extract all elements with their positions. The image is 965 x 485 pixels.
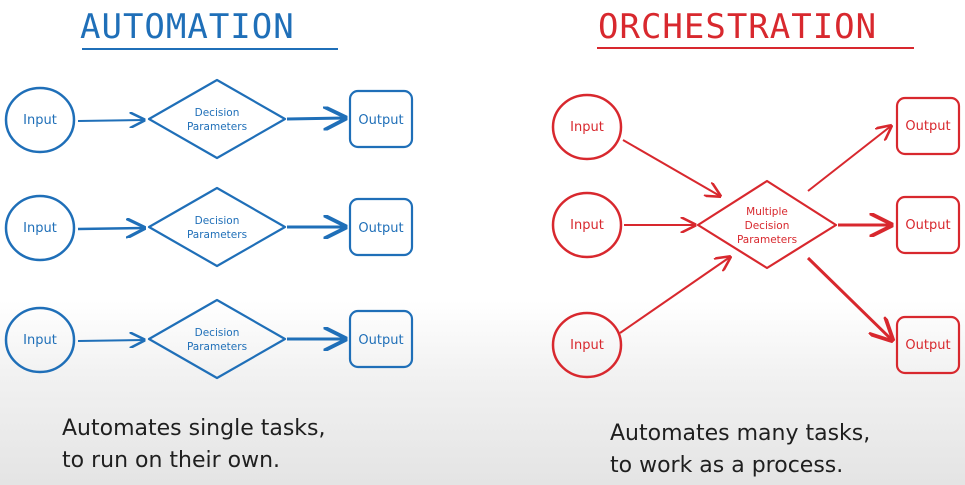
decision-node bbox=[147, 78, 287, 160]
decision-label-line1: Decision bbox=[195, 327, 240, 339]
decision-label-line2: Decision bbox=[745, 220, 790, 232]
output-label: Output bbox=[905, 218, 950, 233]
input-label: Input bbox=[570, 120, 604, 135]
arrow bbox=[77, 340, 144, 341]
input-label: Input bbox=[23, 221, 57, 236]
input-node bbox=[551, 311, 623, 379]
orchestration-caption-line1: Automates many tasks, bbox=[610, 421, 870, 446]
automation-caption-line2: to run on their own. bbox=[62, 448, 280, 473]
input-node bbox=[551, 93, 623, 161]
output-label: Output bbox=[358, 221, 403, 236]
decision-label-line1: Multiple bbox=[746, 206, 788, 218]
orchestration-caption-line2: to work as a process. bbox=[610, 453, 843, 478]
input-label: Input bbox=[23, 113, 57, 128]
output-label: Output bbox=[905, 338, 950, 353]
arrow bbox=[77, 120, 144, 121]
automation-title: AUTOMATION bbox=[80, 7, 295, 47]
automation-caption-line1: Automates single tasks, bbox=[62, 416, 326, 441]
input-label: Input bbox=[570, 218, 604, 233]
decision-label-line1: Decision bbox=[195, 107, 240, 119]
decision-label-line1: Decision bbox=[195, 215, 240, 227]
decision-node bbox=[147, 186, 287, 268]
output-node bbox=[895, 96, 961, 156]
output-node bbox=[348, 197, 414, 257]
input-node bbox=[4, 194, 76, 262]
output-node bbox=[895, 195, 961, 255]
arrow bbox=[77, 228, 144, 229]
arrow bbox=[619, 257, 730, 334]
automation-row-2: Input Decision Parameters Output bbox=[4, 186, 414, 268]
automation-section: AUTOMATION Input Decision Parameters Out… bbox=[4, 7, 414, 473]
input-label: Input bbox=[570, 338, 604, 353]
automation-row-1: Input Decision Parameters Output bbox=[4, 78, 414, 160]
output-node bbox=[348, 309, 414, 369]
automation-row-3: Input Decision Parameters Output bbox=[4, 298, 414, 380]
decision-node bbox=[147, 298, 287, 380]
output-label: Output bbox=[358, 333, 403, 348]
decision-node bbox=[696, 179, 838, 270]
input-label: Input bbox=[23, 333, 57, 348]
output-label: Output bbox=[358, 113, 403, 128]
input-node bbox=[4, 86, 76, 154]
input-node bbox=[4, 306, 76, 374]
decision-label-line3: Parameters bbox=[737, 234, 797, 246]
arrow bbox=[286, 118, 345, 119]
arrow bbox=[622, 139, 720, 196]
output-node bbox=[895, 315, 961, 375]
orchestration-section: ORCHESTRATION Input Input Input Multiple… bbox=[551, 7, 961, 478]
output-node bbox=[348, 89, 414, 149]
decision-label-line2: Parameters bbox=[187, 341, 247, 353]
output-label: Output bbox=[905, 119, 950, 134]
decision-label-line2: Parameters bbox=[187, 121, 247, 133]
decision-label-line2: Parameters bbox=[187, 229, 247, 241]
orchestration-title: ORCHESTRATION bbox=[598, 7, 877, 47]
arrow bbox=[807, 126, 891, 192]
input-node bbox=[551, 191, 623, 259]
arrow bbox=[806, 256, 892, 340]
